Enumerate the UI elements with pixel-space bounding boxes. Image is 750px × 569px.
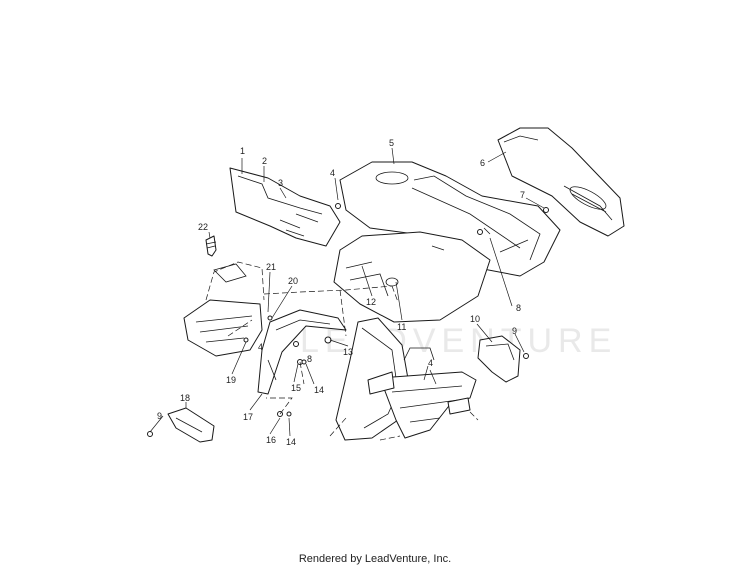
assembly-dashed-lines: [227, 285, 399, 415]
callout-20: 20: [288, 276, 298, 286]
bracket-part-10: [477, 335, 521, 383]
callout-11: 11: [397, 322, 406, 332]
callout-4-lower: 4: [428, 358, 433, 368]
frame-assembly: [329, 317, 479, 441]
side-panel-part-1: [229, 167, 341, 247]
footrest-assembly: [183, 261, 265, 357]
callout-6: 6: [480, 158, 485, 168]
callout-8-lower: 8: [307, 354, 312, 364]
callout-18: 18: [180, 393, 190, 403]
callout-9-right: 9: [512, 326, 517, 336]
rear-fender-body: [333, 231, 491, 323]
callout-3: 3: [278, 178, 283, 188]
callout-4-left: 4: [258, 342, 263, 352]
screw-part-22: [205, 235, 217, 257]
callout-21: 21: [266, 262, 276, 272]
seat-part-6: [497, 127, 625, 237]
callout-7: 7: [520, 190, 525, 200]
callout-9-left: 9: [157, 411, 162, 421]
callout-10: 10: [470, 314, 480, 324]
panel-part-18: [167, 407, 215, 443]
callout-22: 22: [198, 222, 208, 232]
callout-13: 13: [343, 347, 353, 357]
callout-19: 19: [226, 375, 236, 385]
callout-2: 2: [262, 156, 267, 166]
callout-14-lower: 14: [286, 437, 296, 447]
front-fender-part-5: [339, 161, 561, 277]
callout-labels: 1 2 3 4 5 6 7 8 9 10 11 12 13 14 15 16 1…: [157, 138, 525, 447]
footer-credit: Rendered by LeadVenture, Inc.: [298, 553, 452, 565]
callout-8-upper: 8: [516, 303, 521, 313]
callout-14-upper: 14: [314, 385, 324, 395]
callout-15: 15: [291, 383, 301, 393]
callout-16: 16: [266, 435, 276, 445]
leader-lines: [149, 147, 545, 437]
mudflap-part-17: [257, 309, 347, 395]
callout-1: 1: [240, 146, 245, 156]
callout-4-upper: 4: [330, 168, 335, 178]
callout-17: 17: [243, 412, 253, 422]
callout-12: 12: [366, 297, 376, 307]
callout-5: 5: [389, 138, 394, 148]
fasteners: [147, 203, 549, 437]
